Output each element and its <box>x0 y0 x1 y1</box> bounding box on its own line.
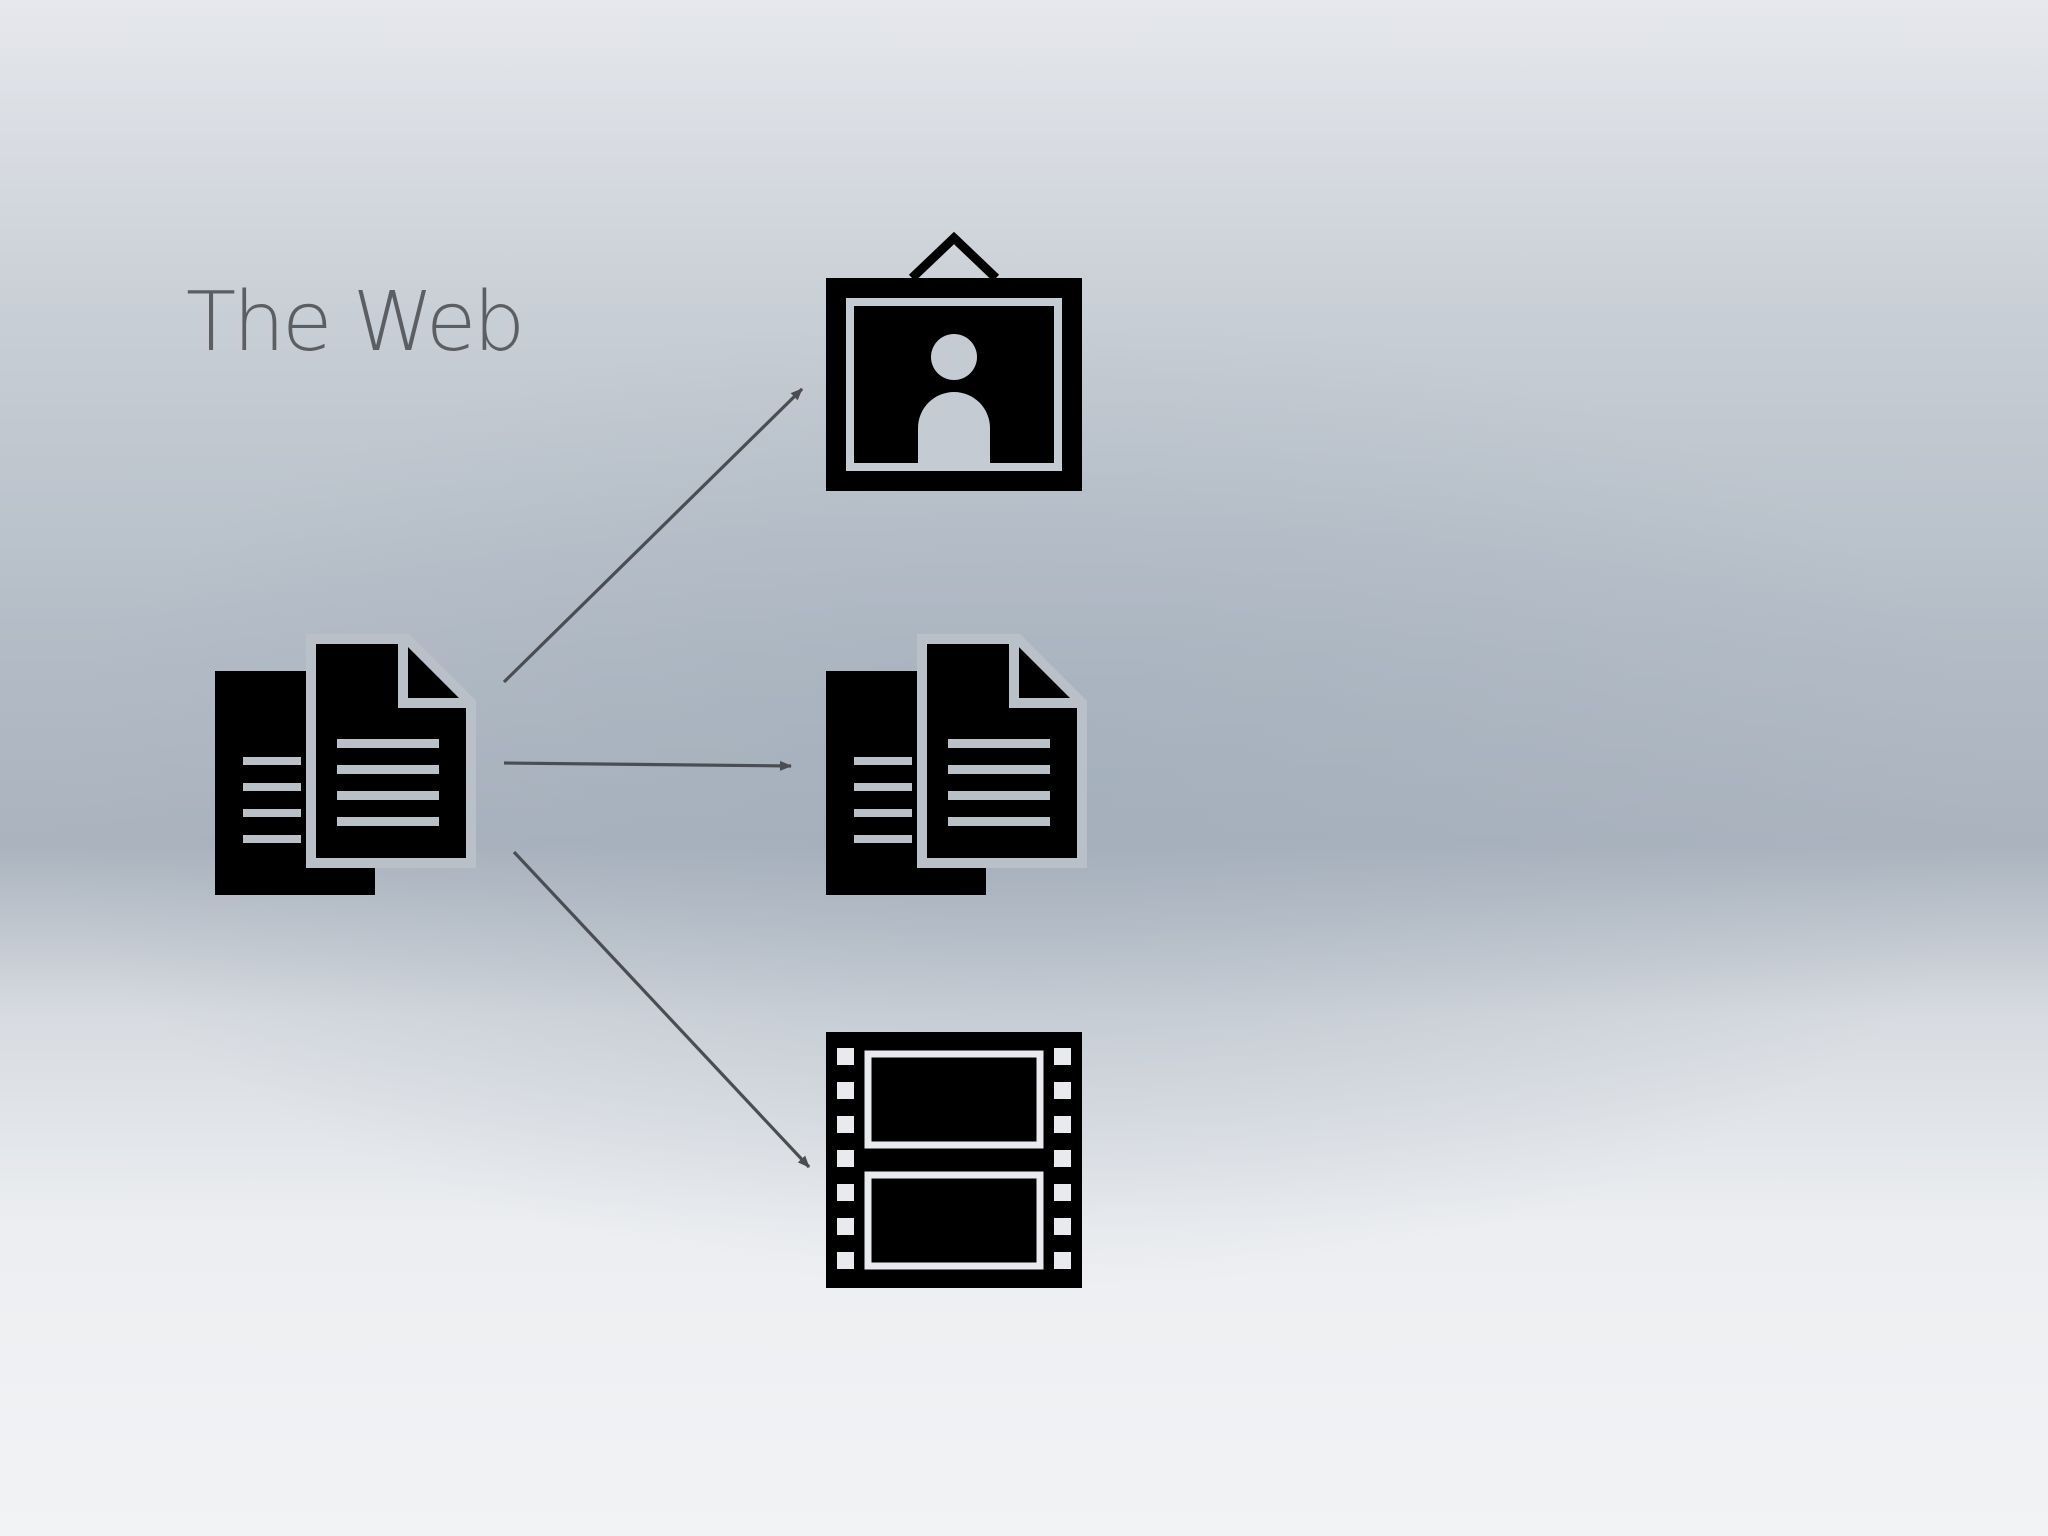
arrow-to-film <box>512 850 811 1169</box>
film-strip-icon <box>826 1032 1082 1288</box>
source-documents-icon <box>215 639 471 895</box>
slide-title: The Web <box>186 275 525 370</box>
arrow-to-documents <box>503 760 792 771</box>
framed-picture-icon <box>826 231 1082 491</box>
target-documents-icon <box>826 639 1082 895</box>
arrow-to-picture <box>502 387 804 684</box>
